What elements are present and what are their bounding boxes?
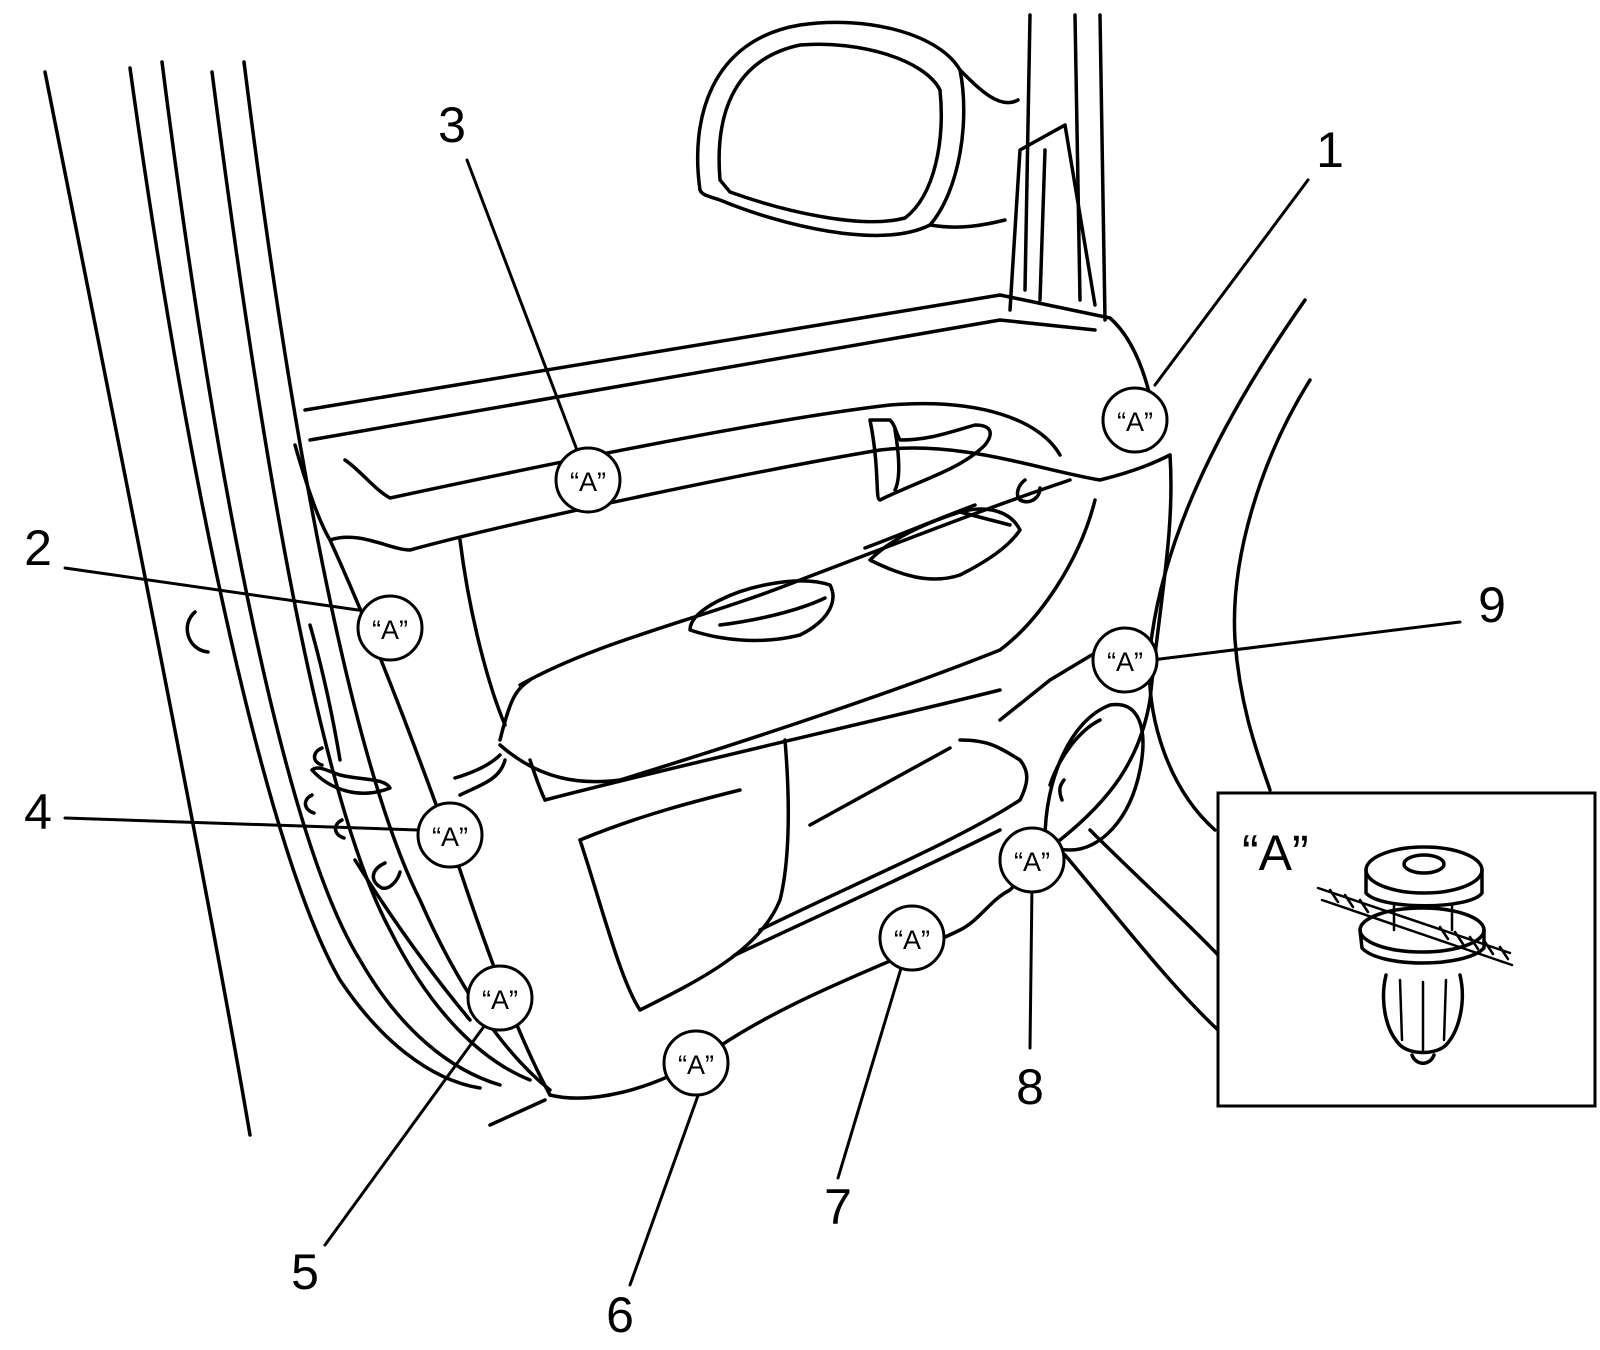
- clip-marker-6: “A”: [662, 1029, 730, 1097]
- clip-marker-label: “A”: [372, 615, 408, 645]
- callout-number-5: 5: [291, 1244, 319, 1300]
- callout-number-6: 6: [606, 1287, 634, 1343]
- clip-marker-4: “A”: [416, 801, 484, 869]
- leader-lines: [63, 158, 1462, 1287]
- callout-number-1: 1: [1316, 122, 1344, 178]
- clip-marker-label: “A”: [482, 985, 518, 1015]
- callout-number-7: 7: [824, 1179, 852, 1235]
- clip-marker-label: “A”: [1014, 847, 1050, 877]
- trim-panel-section: [1316, 886, 1514, 967]
- clip-head: [1364, 845, 1484, 908]
- clip-marker-label: “A”: [1117, 407, 1153, 437]
- window-frame-pillar: [1008, 13, 1107, 322]
- clip-marker-7: “A”: [878, 904, 946, 972]
- clip-marker-5: “A”: [466, 964, 534, 1032]
- clip-marker-label: “A”: [570, 467, 606, 497]
- clip-marker-9: “A”: [1091, 626, 1159, 694]
- door-frame-lines: [43, 60, 552, 1137]
- pillar-hooks: [185, 610, 402, 890]
- body-right-lines: [1063, 298, 1312, 1032]
- clip-marker-3: “A”: [554, 446, 622, 514]
- door-trim-panel: [293, 293, 1173, 1100]
- callout-number-9: 9: [1478, 577, 1506, 633]
- clip-marker-label: “A”: [894, 925, 930, 955]
- clip-marker-label: “A”: [1107, 647, 1143, 677]
- clip-marker-8: “A”: [998, 826, 1066, 894]
- clip-collar: [1358, 903, 1486, 965]
- callout-number-8: 8: [1016, 1059, 1044, 1115]
- callout-number-3: 3: [438, 97, 466, 153]
- clip-marker-2: “A”: [356, 594, 424, 662]
- callout-numbers: 1 2 3 4 5 6 7 8 9: [24, 97, 1506, 1343]
- clip-marker-label: “A”: [432, 822, 468, 852]
- side-mirror: [695, 20, 1020, 238]
- clip-marker-label: “A”: [678, 1050, 714, 1080]
- clip-marker-1: “A”: [1101, 386, 1169, 454]
- clip-detail-inset: “A”: [1216, 791, 1597, 1108]
- clip-markers: “A” “A” “A” “A” “A” “A” “A” “A”: [356, 386, 1169, 1097]
- clip-stem: [1381, 973, 1465, 1065]
- inset-label: “A”: [1242, 825, 1309, 881]
- callout-number-4: 4: [24, 784, 52, 840]
- callout-number-2: 2: [24, 520, 52, 576]
